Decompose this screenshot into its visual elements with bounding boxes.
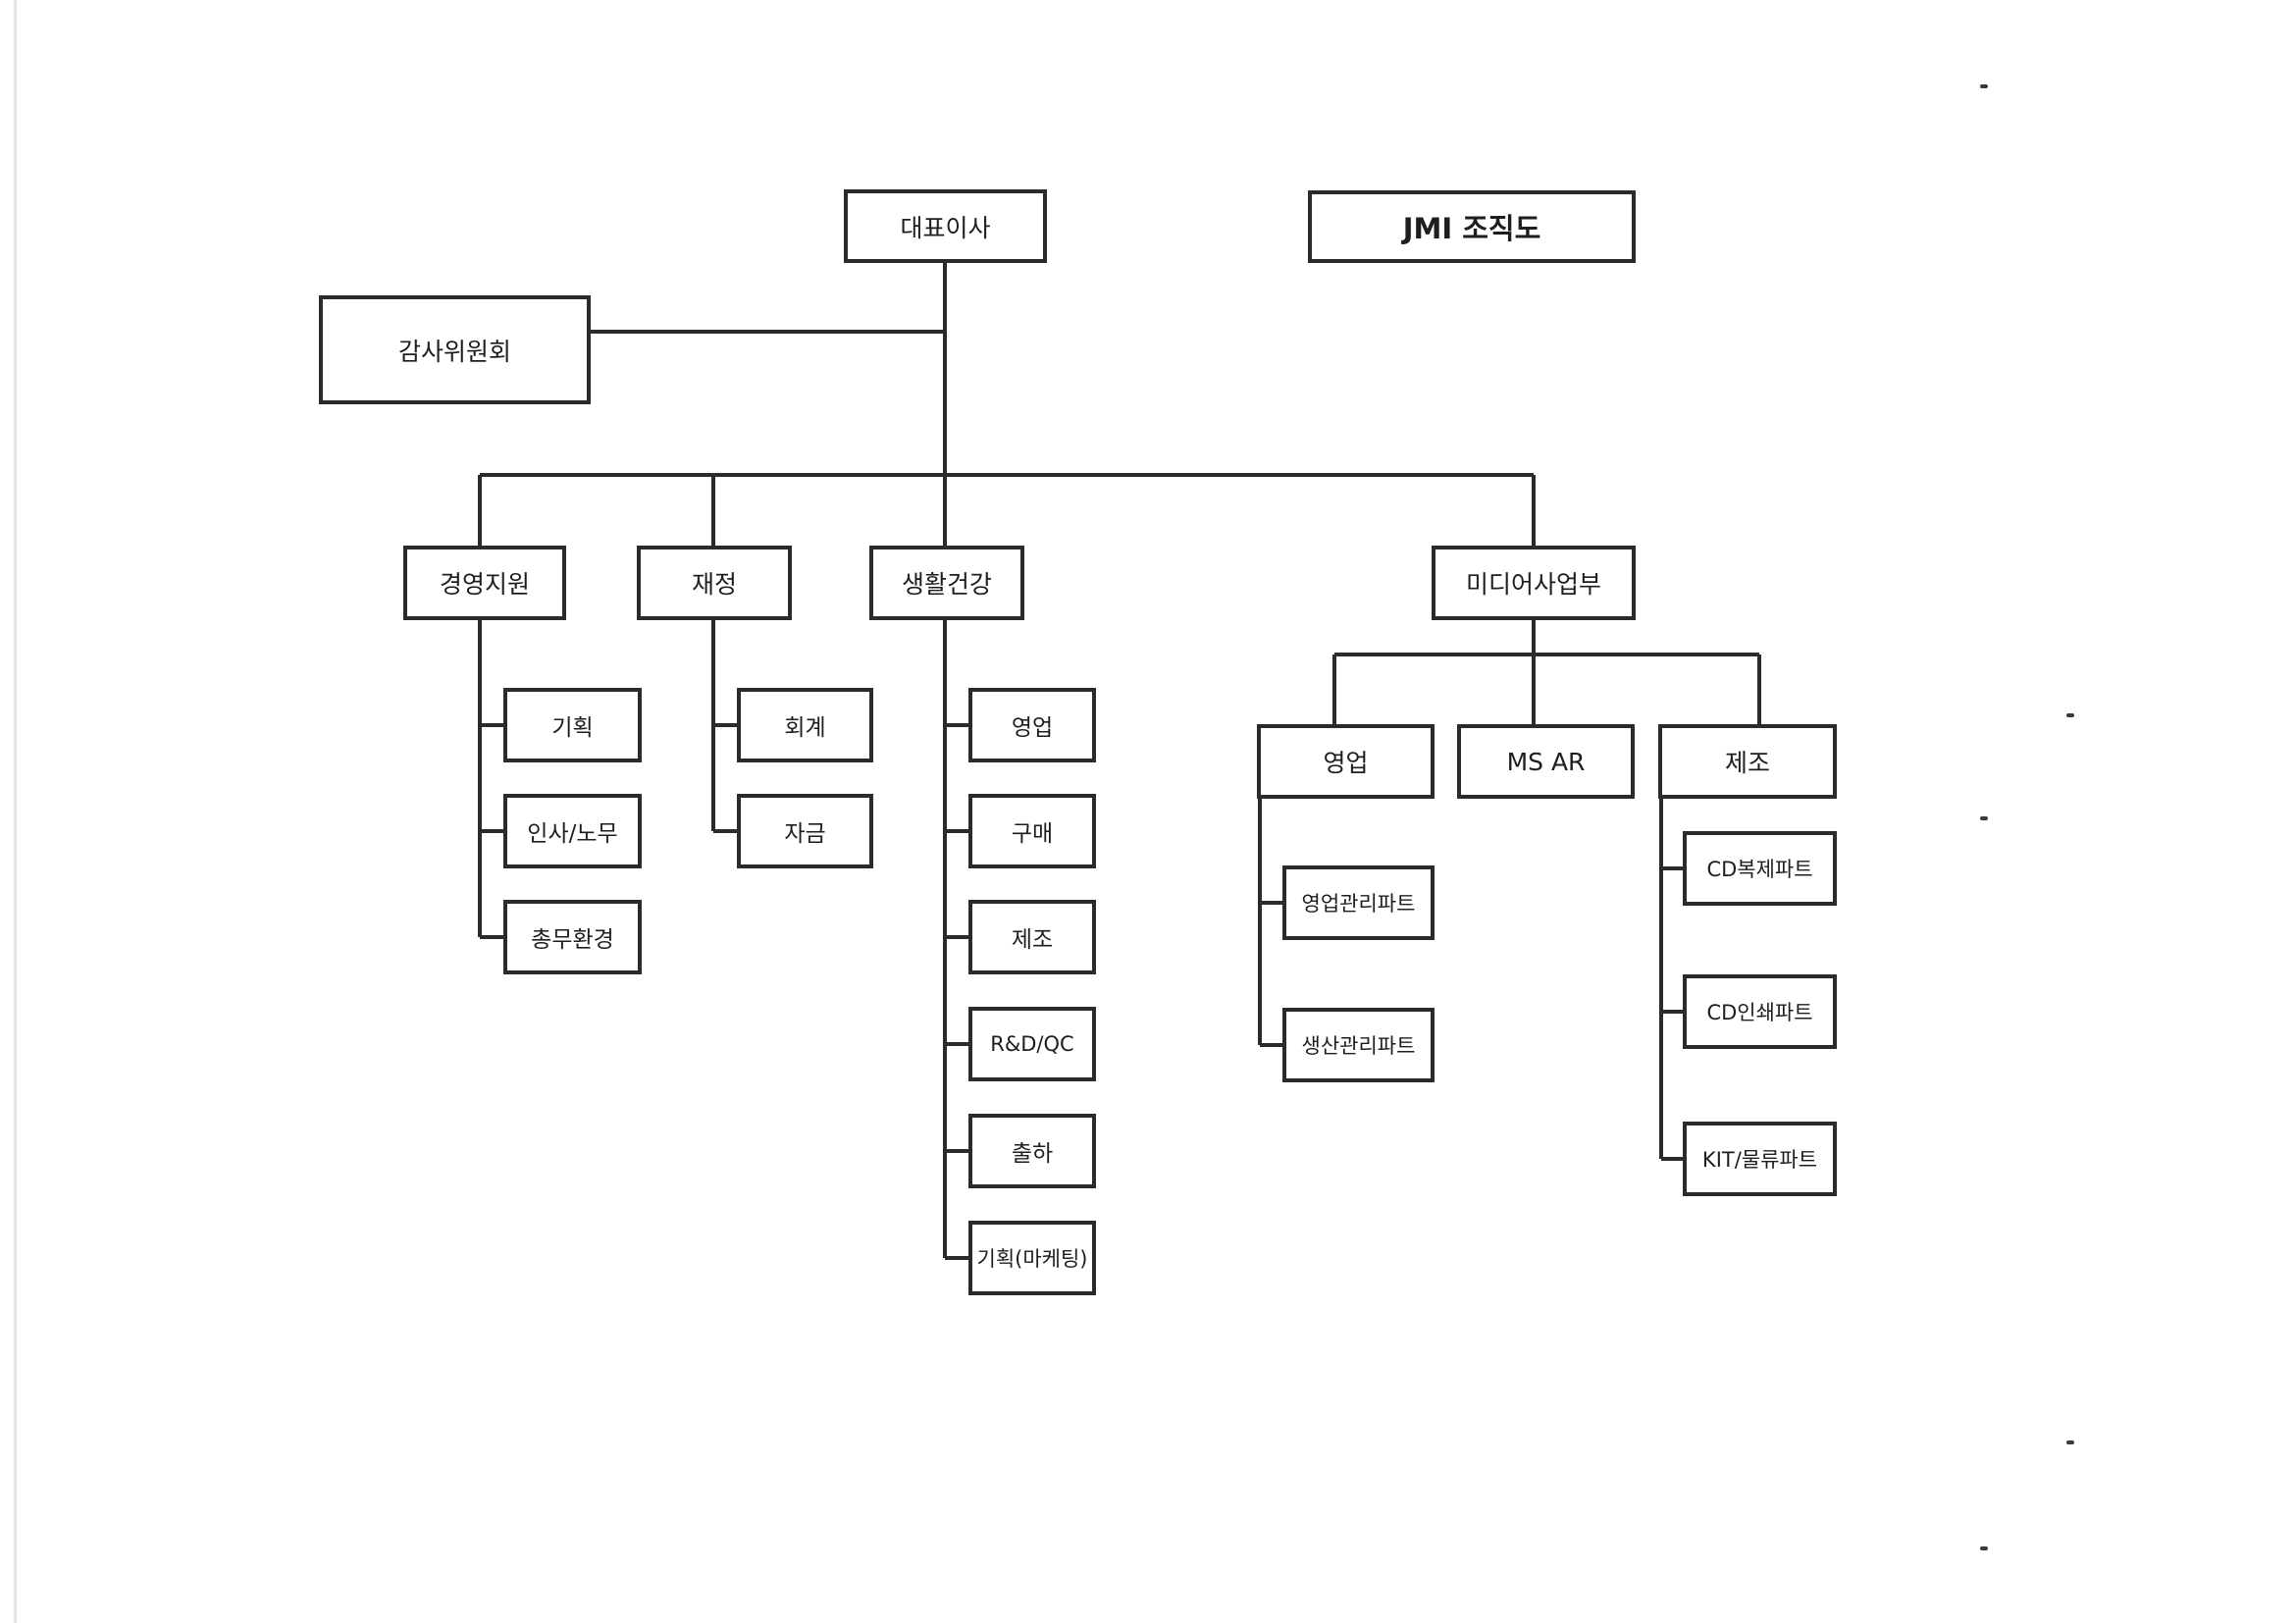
division-finance-label: 재정 bbox=[691, 570, 737, 599]
team-label: 총무환경 bbox=[531, 927, 614, 953]
team-label: R&D/QC bbox=[990, 1032, 1074, 1056]
team-management-1: 기획 bbox=[503, 688, 642, 762]
team-label: 자금 bbox=[784, 821, 826, 847]
team-label: 출하 bbox=[1011, 1141, 1054, 1167]
division-management: 경영지원 bbox=[403, 546, 566, 620]
media-sales-part-1: 영업관리파트 bbox=[1282, 865, 1435, 940]
team-management-2: 인사/노무 bbox=[503, 794, 642, 868]
scan-speck bbox=[1980, 816, 1988, 820]
part-label: 생산관리파트 bbox=[1301, 1034, 1416, 1058]
media-msar-box: MS AR bbox=[1457, 724, 1635, 799]
team-health-3: 제조 bbox=[968, 900, 1096, 974]
media-sales-label: 영업 bbox=[1323, 749, 1369, 777]
team-health-5: 출하 bbox=[968, 1114, 1096, 1188]
part-label: KIT/물류파트 bbox=[1701, 1148, 1818, 1172]
division-management-label: 경영지원 bbox=[439, 570, 530, 599]
ceo-label: 대표이사 bbox=[900, 213, 991, 242]
connector-media-drops bbox=[1332, 654, 1761, 726]
part-label: 영업관리파트 bbox=[1301, 892, 1416, 916]
team-label: 인사/노무 bbox=[527, 821, 618, 847]
connector-health-teams bbox=[945, 723, 970, 1260]
team-management-3: 총무환경 bbox=[503, 900, 642, 974]
scan-edge bbox=[14, 0, 17, 1623]
team-label: 구매 bbox=[1011, 821, 1054, 847]
media-manufacturing-label: 제조 bbox=[1724, 749, 1770, 777]
scan-speck bbox=[2066, 1440, 2074, 1444]
team-health-6: 기획(마케팅) bbox=[968, 1221, 1096, 1295]
team-finance-1: 회계 bbox=[737, 688, 873, 762]
team-health-2: 구매 bbox=[968, 794, 1096, 868]
scan-speck bbox=[2066, 713, 2074, 717]
media-msar-label: MS AR bbox=[1506, 747, 1586, 776]
division-finance: 재정 bbox=[637, 546, 792, 620]
scan-speck bbox=[1980, 84, 1988, 88]
connector-media-sales-parts bbox=[1260, 901, 1284, 1047]
media-mfg-part-2: CD인쇄파트 bbox=[1683, 974, 1837, 1049]
audit-committee-label: 감사위원회 bbox=[397, 337, 511, 366]
part-label: CD인쇄파트 bbox=[1706, 1001, 1813, 1024]
scan-speck bbox=[1980, 1546, 1988, 1550]
team-finance-2: 자금 bbox=[737, 794, 873, 868]
media-sales-part-2: 생산관리파트 bbox=[1282, 1008, 1435, 1082]
media-mfg-part-3: KIT/물류파트 bbox=[1683, 1122, 1837, 1196]
connector-finance-teams bbox=[713, 723, 739, 833]
audit-committee-box: 감사위원회 bbox=[319, 295, 591, 404]
division-health: 생활건강 bbox=[869, 546, 1024, 620]
media-manufacturing-box: 제조 bbox=[1658, 724, 1837, 799]
team-health-1: 영업 bbox=[968, 688, 1096, 762]
division-health-label: 생활건강 bbox=[901, 570, 992, 599]
part-label: CD복제파트 bbox=[1706, 858, 1813, 881]
team-label: 회계 bbox=[784, 715, 826, 741]
team-label: 영업 bbox=[1011, 715, 1054, 741]
division-media-label: 미디어사업부 bbox=[1465, 570, 1601, 599]
connector-media-mfg-parts bbox=[1661, 866, 1685, 1161]
media-mfg-part-1: CD복제파트 bbox=[1683, 831, 1837, 906]
team-label: 제조 bbox=[1011, 927, 1054, 953]
team-label: 기획(마케팅) bbox=[976, 1247, 1088, 1271]
team-label: 기획 bbox=[551, 715, 594, 741]
team-health-4: R&D/QC bbox=[968, 1007, 1096, 1081]
connector-management-teams bbox=[480, 723, 505, 939]
chart-title: JMI 조직도 bbox=[1308, 190, 1636, 263]
division-media: 미디어사업부 bbox=[1432, 546, 1636, 620]
chart-title-text: JMI 조직도 bbox=[1402, 212, 1541, 245]
media-sales-box: 영업 bbox=[1257, 724, 1435, 799]
ceo-box: 대표이사 bbox=[844, 189, 1047, 263]
